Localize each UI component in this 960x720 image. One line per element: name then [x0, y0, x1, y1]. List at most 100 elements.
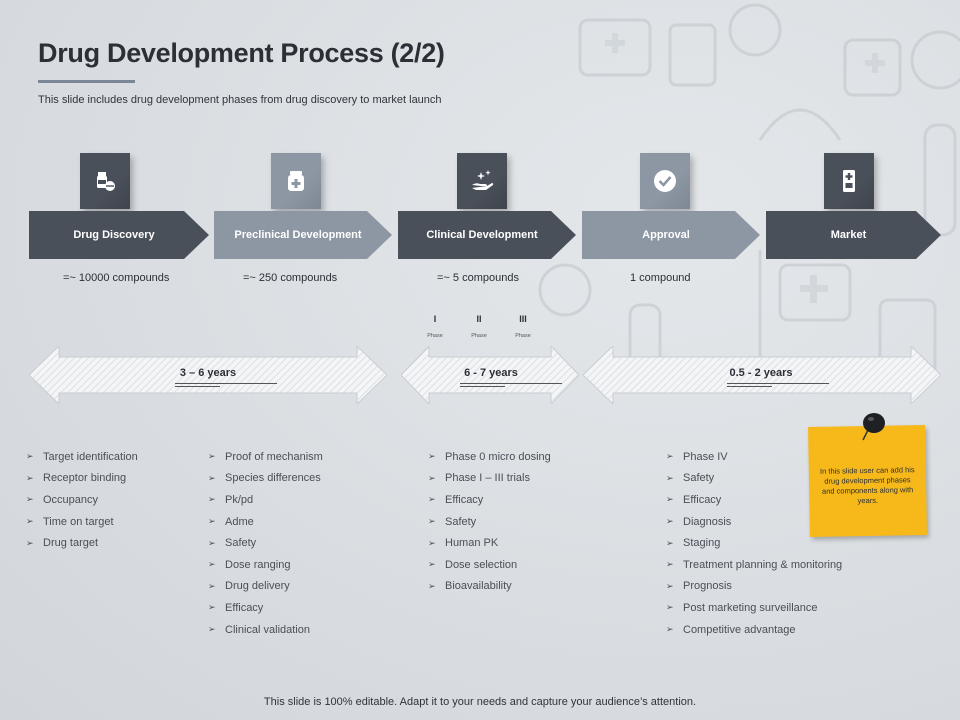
arrow-bullet-icon: ➢	[208, 537, 216, 548]
medicine-bottle-icon	[288, 171, 304, 191]
list-item: ➢Diagnosis	[666, 515, 732, 528]
duration-label: 6 - 7 years	[464, 367, 518, 379]
stage-icon-tile-market	[824, 153, 874, 209]
stage-label: Drug Discovery	[73, 229, 155, 241]
arrow-bullet-icon: ➢	[26, 472, 34, 483]
sticky-note-text: In this slide user can add his drug deve…	[819, 465, 915, 506]
push-pin-icon	[862, 413, 885, 441]
phase-number: I	[433, 314, 437, 324]
list-item: ➢Treatment planning & monitoring	[666, 558, 843, 571]
list-item: ➢Phase IV	[666, 450, 728, 463]
list-item: ➢Staging	[666, 537, 721, 550]
stage-icon-tile-clinical	[457, 153, 507, 209]
list-item: ➢Efficacy	[208, 601, 264, 614]
arrow-bullet-icon: ➢	[666, 516, 674, 527]
duration-arrow-clinical	[401, 346, 579, 404]
list-drug-discovery: ➢Target identification ➢Receptor binding…	[26, 446, 138, 554]
stage-chevron-shape	[398, 211, 576, 259]
arrow-bullet-icon: ➢	[208, 494, 216, 505]
list-item: ➢Occupancy	[26, 493, 99, 506]
list-item: ➢Safety	[666, 472, 715, 485]
double-arrow-shape	[583, 346, 941, 404]
list-item: ➢Species differences	[208, 472, 321, 485]
list-item: ➢Drug target	[26, 537, 99, 550]
stage-label: Market	[830, 229, 867, 241]
footer-text: This slide is 100% editable. Adapt it to…	[263, 696, 697, 708]
arrow-bullet-icon: ➢	[26, 494, 34, 505]
duration-label: 0.5 - 2 years	[729, 367, 793, 379]
stage-market: Market	[766, 211, 941, 259]
arrow-bullet-icon: ➢	[428, 537, 436, 548]
arrow-bullet-icon: ➢	[208, 624, 216, 635]
stage-label: Clinical Development	[426, 229, 538, 241]
arrow-bullet-icon: ➢	[26, 537, 34, 548]
arrow-bullet-icon: ➢	[666, 451, 674, 462]
phase-number: II	[476, 314, 482, 324]
checkmark-icon	[654, 170, 676, 192]
arrow-bullet-icon: ➢	[428, 559, 436, 570]
arrow-bullet-icon: ➢	[208, 472, 216, 483]
stage-approval: Approval	[582, 211, 760, 259]
stage-icon-tile-drug-discovery	[80, 153, 130, 209]
list-item: ➢Drug delivery	[208, 580, 290, 593]
duration-underline-short	[460, 386, 505, 387]
medical-device-icon	[843, 170, 855, 192]
list-item: ➢Efficacy	[666, 493, 722, 506]
stage-chevron-shape	[214, 211, 392, 259]
stage-chevron-shape	[29, 211, 209, 259]
arrow-bullet-icon: ➢	[208, 602, 216, 613]
phase-number: III	[519, 314, 527, 324]
list-item: ➢Human PK	[428, 537, 499, 550]
arrow-bullet-icon: ➢	[208, 451, 216, 462]
duration-underline-short	[175, 386, 220, 387]
arrow-bullet-icon: ➢	[428, 516, 436, 527]
stage-icon-tile-approval	[640, 153, 690, 209]
list-item: ➢Competitive advantage	[666, 623, 796, 636]
list-clinical: ➢Phase 0 micro dosing ➢Phase I – III tri…	[428, 446, 551, 597]
duration-arrow-market	[583, 346, 941, 404]
arrow-bullet-icon: ➢	[428, 472, 436, 483]
list-item: ➢Safety	[208, 537, 257, 550]
arrow-bullet-icon: ➢	[666, 559, 674, 570]
list-item: ➢Bioavailability	[428, 580, 512, 593]
stage-label: Preclinical Development	[234, 229, 362, 241]
stage-label: Approval	[642, 229, 690, 241]
list-item: ➢Dose selection	[428, 558, 518, 571]
duration-underline-short	[727, 386, 772, 387]
page-subtitle: This slide includes drug development pha…	[38, 94, 442, 106]
duration-underline	[175, 383, 277, 384]
arrow-bullet-icon: ➢	[666, 624, 674, 635]
arrow-bullet-icon: ➢	[208, 580, 216, 591]
duration-arrow-discovery	[29, 346, 387, 404]
compound-count-preclinical: =~ 250 compounds	[243, 272, 338, 284]
duration-label: 3 – 6 years	[179, 367, 237, 379]
hand-sparkle-icon	[472, 170, 494, 190]
list-item: ➢Phase 0 micro dosing	[428, 450, 551, 463]
list-item: ➢Clinical validation	[208, 623, 310, 636]
stage-chevron-shape	[766, 211, 941, 259]
list-preclinical: ➢Proof of mechanism ➢Species differences…	[208, 446, 323, 640]
compound-count-clinical: =~ 5 compounds	[437, 272, 519, 284]
title-underline	[38, 80, 135, 83]
arrow-bullet-icon: ➢	[208, 559, 216, 570]
compound-count-drug-discovery: =~ 10000 compounds	[63, 272, 170, 284]
phase-marker: I Phase	[420, 314, 450, 339]
stage-icon-tile-preclinical	[271, 153, 321, 209]
arrow-bullet-icon: ➢	[666, 472, 674, 483]
list-item: ➢Dose ranging	[208, 558, 291, 571]
phase-label: Phase	[427, 333, 443, 339]
arrow-bullet-icon: ➢	[666, 602, 674, 613]
stage-chevron-shape	[582, 211, 760, 259]
stage-clinical-development: Clinical Development	[398, 211, 576, 259]
list-item: ➢Time on target	[26, 515, 114, 528]
list-item: ➢Phase I – III trials	[428, 472, 530, 485]
arrow-bullet-icon: ➢	[666, 537, 674, 548]
compound-count-approval: 1 compound	[630, 272, 691, 284]
arrow-bullet-icon: ➢	[666, 494, 674, 505]
duration-underline	[727, 383, 829, 384]
arrow-bullet-icon: ➢	[26, 451, 34, 462]
arrow-bullet-icon: ➢	[428, 451, 436, 462]
arrow-bullet-icon: ➢	[666, 580, 674, 591]
arrow-bullet-icon: ➢	[208, 516, 216, 527]
page-title: Drug Development Process (2/2)	[38, 38, 445, 68]
